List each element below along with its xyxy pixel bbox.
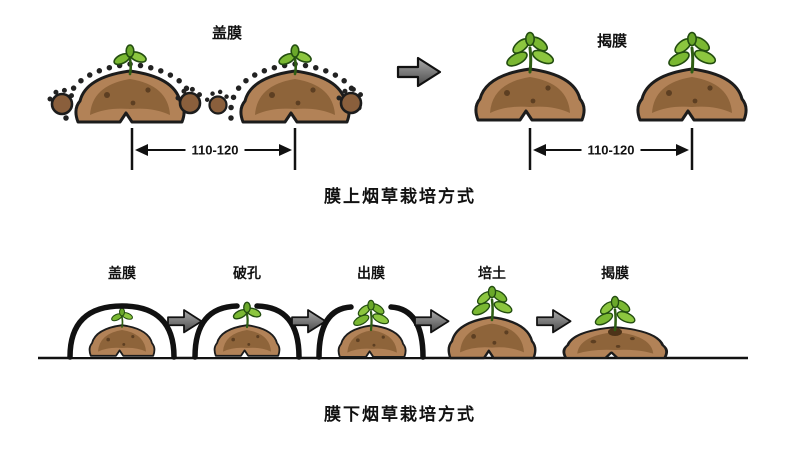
dimension-left-value: 110-120 bbox=[185, 142, 245, 158]
top-cover-label: 盖膜 bbox=[211, 25, 243, 42]
stage-emerge-film bbox=[316, 299, 426, 360]
stage-label-emerge: 出膜 bbox=[357, 265, 385, 281]
bottom-caption: 膜下烟草栽培方式 bbox=[324, 405, 476, 424]
stage-cover-film bbox=[70, 306, 174, 357]
dimension-right-value: 110-120 bbox=[581, 142, 641, 158]
stage-hill-soil bbox=[447, 285, 537, 360]
top-transition-arrow bbox=[396, 56, 442, 88]
film-covered-mounds bbox=[50, 43, 363, 124]
dimension-right bbox=[528, 128, 694, 170]
stage-remove-film bbox=[562, 295, 669, 360]
top-caption: 膜上烟草栽培方式 bbox=[324, 187, 476, 206]
stage-break-hole bbox=[192, 301, 302, 360]
stage-label-remove: 揭膜 bbox=[601, 265, 629, 281]
stage-label-hill: 培土 bbox=[478, 265, 506, 281]
stage-arrow-4 bbox=[536, 309, 572, 334]
top-remove-label: 揭膜 bbox=[596, 33, 628, 50]
stage-label-cover: 盖膜 bbox=[108, 265, 136, 281]
stage-label-break: 破孔 bbox=[233, 265, 261, 281]
stage-arrow-1 bbox=[167, 309, 203, 334]
